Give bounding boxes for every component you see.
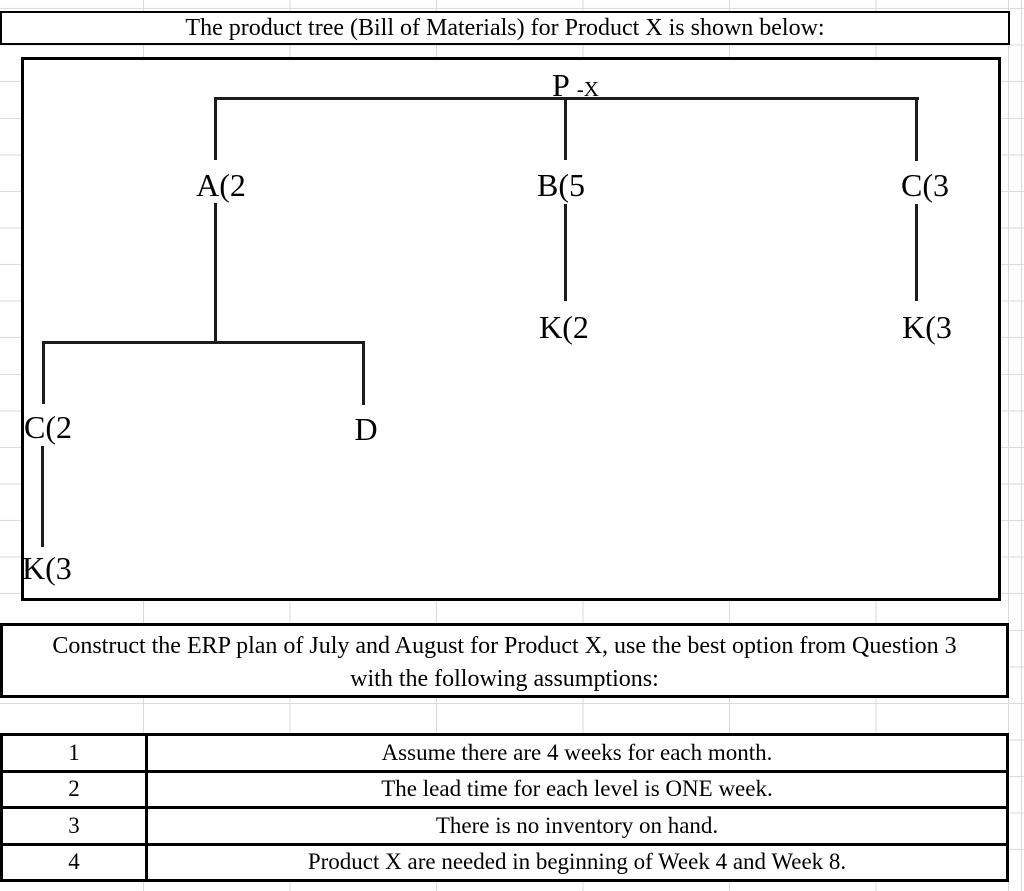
connector-c-to-k [915,204,918,301]
connector-c2-to-k [41,446,44,547]
tree-node-k-under-c: K(3 [902,309,952,345]
tree-node-d: D [354,411,378,447]
assumption-row-1: 1 Assume there are 4 weeks for each mont… [3,736,1006,770]
tree-node-k-under-b: K(2 [539,309,589,345]
tree-node-c-under-a: C(2 [24,409,72,445]
tree-node-b: B(5 [537,167,585,203]
connector-drop-to-d [362,341,365,405]
row-text-cell: There is no inventory on hand. [435,812,719,838]
row-number-cell: 3 [3,809,148,843]
assumption-row-4: 4 Product X are needed in beginning of W… [3,842,1006,879]
assumption-row-2: 2 The lead time for each level is ONE we… [3,769,1006,806]
row-text-cell: Product X are needed in beginning of Wee… [307,849,847,875]
grid-line-vertical [1008,0,1009,891]
page-title: The product tree (Bill of Materials) for… [185,14,825,41]
connector-drop-to-c2 [42,341,45,404]
assumptions-table: 1 Assume there are 4 weeks for each mont… [0,733,1009,882]
connector-a-children-horizontal [42,341,365,344]
connector-root-horizontal [215,97,919,100]
connector-b-to-k [564,204,567,301]
connector-drop-to-a [214,97,217,160]
tree-node-a: A(2 [196,167,246,203]
row-text-cell: Assume there are 4 weeks for each month. [381,739,773,765]
instruction-line-1: Construct the ERP plan of July and Augus… [52,633,957,659]
tree-node-p-sub: -X [576,77,599,101]
connector-drop-to-c [915,97,918,161]
connector-drop-to-b [564,97,567,160]
tree-node-c: C(3 [901,167,949,203]
row-number-cell: 1 [3,736,148,770]
bom-tree-box [21,57,1001,601]
row-number-cell: 4 [3,845,148,879]
connector-a-to-children [214,203,217,343]
instruction-cell: Construct the ERP plan of July and Augus… [0,623,1009,698]
title-cell: The product tree (Bill of Materials) for… [0,11,1010,45]
tree-node-p-main: P [552,67,570,103]
grid-line-vertical [1021,0,1022,891]
tree-node-p: P-X [552,68,599,106]
row-text-cell: The lead time for each level is ONE week… [381,776,773,802]
tree-node-k-under-c2: K(3 [22,550,72,586]
instruction-line-2: with the following assumptions: [350,666,659,692]
assumption-row-3: 3 There is no inventory on hand. [3,806,1006,843]
row-number-cell: 2 [3,772,148,806]
